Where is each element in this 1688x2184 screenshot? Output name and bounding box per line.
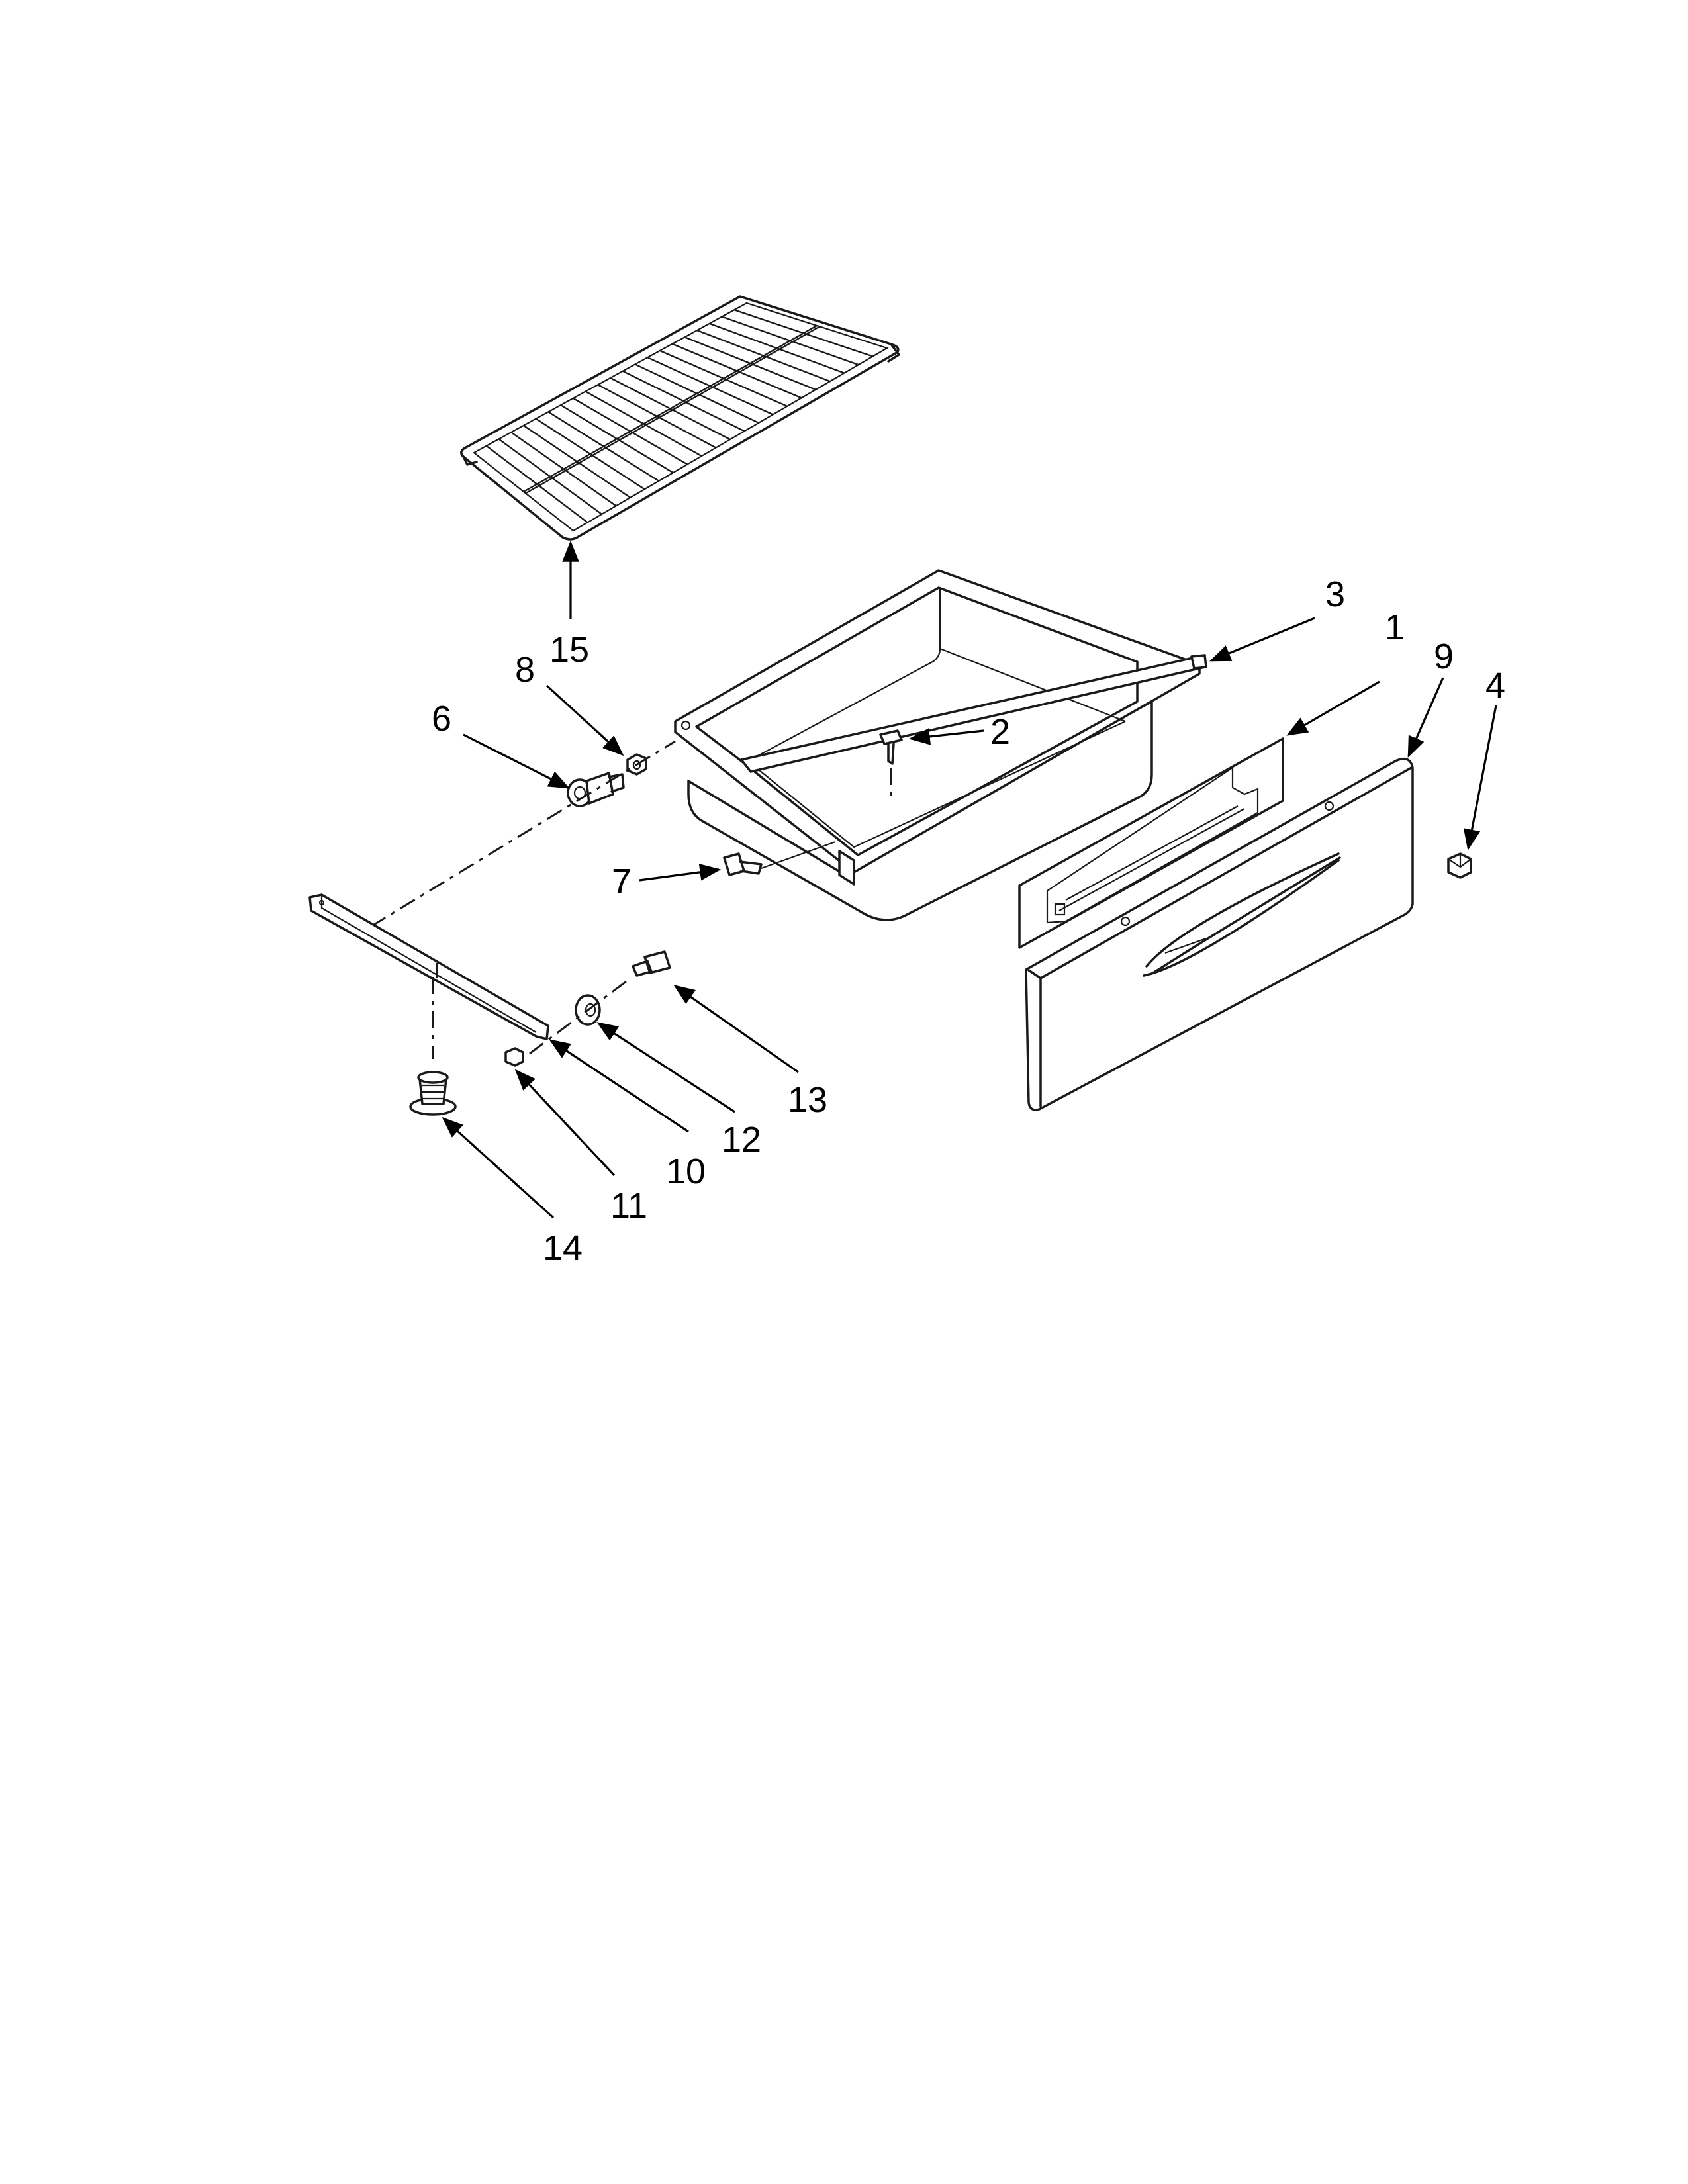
leader-10	[549, 1039, 689, 1133]
part-screw-7[interactable]	[723, 841, 836, 876]
part-drawer-pan[interactable]	[674, 569, 1207, 921]
leader-12	[596, 1022, 735, 1113]
leader-4	[1463, 705, 1497, 851]
leader-1	[1286, 680, 1380, 736]
callout-14: 14	[543, 1228, 583, 1268]
callout-8: 8	[515, 650, 535, 690]
callout-15: 15	[549, 630, 589, 670]
callout-11: 11	[610, 1186, 647, 1226]
leader-8	[545, 684, 624, 756]
leader-9	[1407, 677, 1444, 758]
part-leveling-leg[interactable]	[409, 1071, 457, 1116]
callout-1: 1	[1385, 608, 1405, 647]
part-nut-4[interactable]	[1447, 852, 1472, 879]
part-drawer-front[interactable]	[1025, 757, 1414, 1111]
callout-2: 2	[990, 712, 1010, 752]
leader-2	[908, 728, 984, 745]
part-drawer-rail[interactable]	[308, 893, 549, 1040]
callout-12: 12	[722, 1120, 761, 1160]
part-screw-2[interactable]	[879, 729, 903, 802]
rack-cross-bar	[523, 324, 818, 493]
leader-lines	[442, 540, 1497, 1219]
leader-3	[1209, 617, 1315, 662]
part-oven-rack[interactable]	[460, 295, 900, 541]
part-bolt-13[interactable]	[632, 950, 671, 977]
part-bracket-1[interactable]	[1018, 737, 1284, 949]
leader-11	[514, 1069, 616, 1177]
callout-10: 10	[666, 1152, 706, 1191]
callout-9: 9	[1434, 637, 1454, 676]
callout-13: 13	[788, 1080, 827, 1120]
leader-7	[639, 864, 722, 882]
callout-4: 4	[1485, 666, 1505, 705]
callout-7: 7	[612, 862, 632, 901]
callout-6: 6	[432, 699, 451, 739]
leader-6	[463, 733, 570, 789]
rack-cross-bar	[525, 326, 820, 494]
callout-labels: 15 3 1 9 4 2 8 6 7 13 12 10 11 14	[432, 574, 1505, 1268]
leader-14	[442, 1116, 555, 1219]
part-nut-11[interactable]	[504, 1047, 524, 1067]
leader-13	[673, 985, 799, 1073]
callout-3: 3	[1325, 574, 1345, 614]
